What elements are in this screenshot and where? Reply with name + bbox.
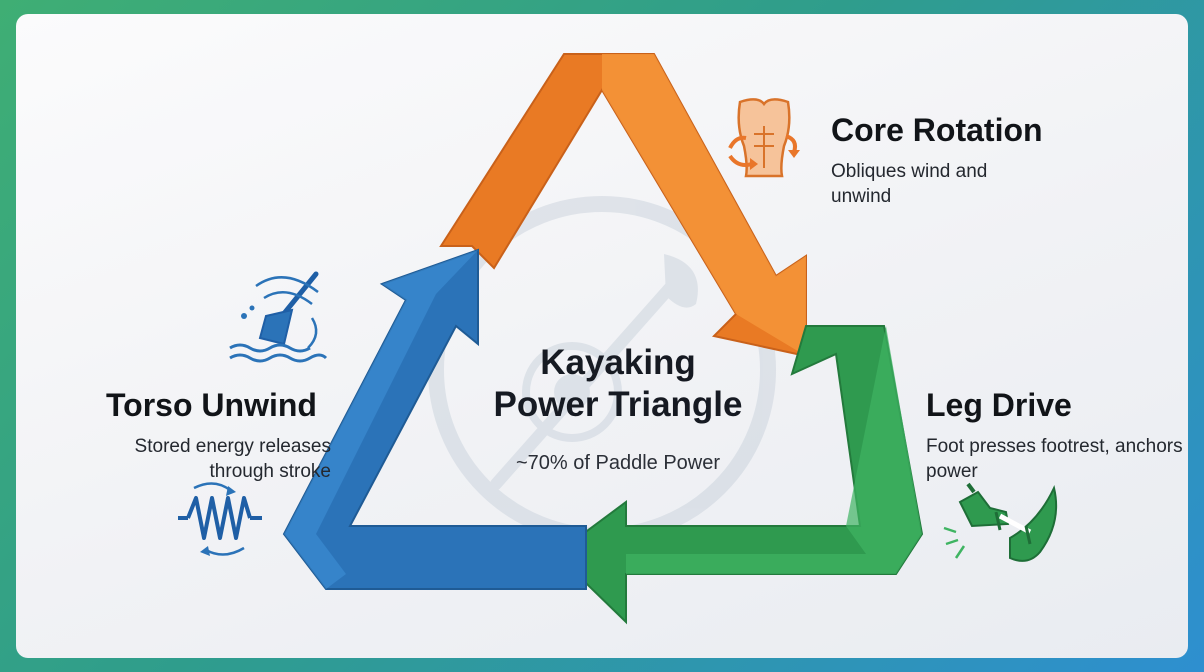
paddle-splash-icon: [229, 271, 328, 363]
diagram-title: Kayaking Power Triangle: [436, 342, 800, 426]
torso-unwind-arrow: [282, 248, 587, 590]
core-rotation-title: Core Rotation: [831, 112, 1043, 148]
power-triangle-diagram: [178, 53, 1058, 625]
torso-unwind-title: Torso Unwind: [106, 387, 317, 423]
diagram-title-line2: Power Triangle: [493, 385, 743, 424]
torso-rotation-icon: [728, 98, 800, 178]
diagram-title-line1: Kayaking: [540, 343, 696, 382]
leg-drive-desc: Foot presses footrest, anchors power: [926, 436, 1183, 482]
core-rotation-desc: Obliques wind and unwind: [831, 161, 988, 207]
spring-energy-icon: [178, 482, 262, 556]
core-rotation-arrow: [439, 53, 807, 358]
leg-drive-title: Leg Drive: [926, 387, 1072, 423]
diagram-card: Kayaking Power Triangle ~70% of Paddle P…: [16, 14, 1188, 658]
diagram-subtitle: ~70% of Paddle Power: [515, 452, 721, 474]
foot-press-icon: [943, 482, 1058, 562]
torso-unwind-desc: Stored energy releases through stroke: [134, 436, 331, 482]
